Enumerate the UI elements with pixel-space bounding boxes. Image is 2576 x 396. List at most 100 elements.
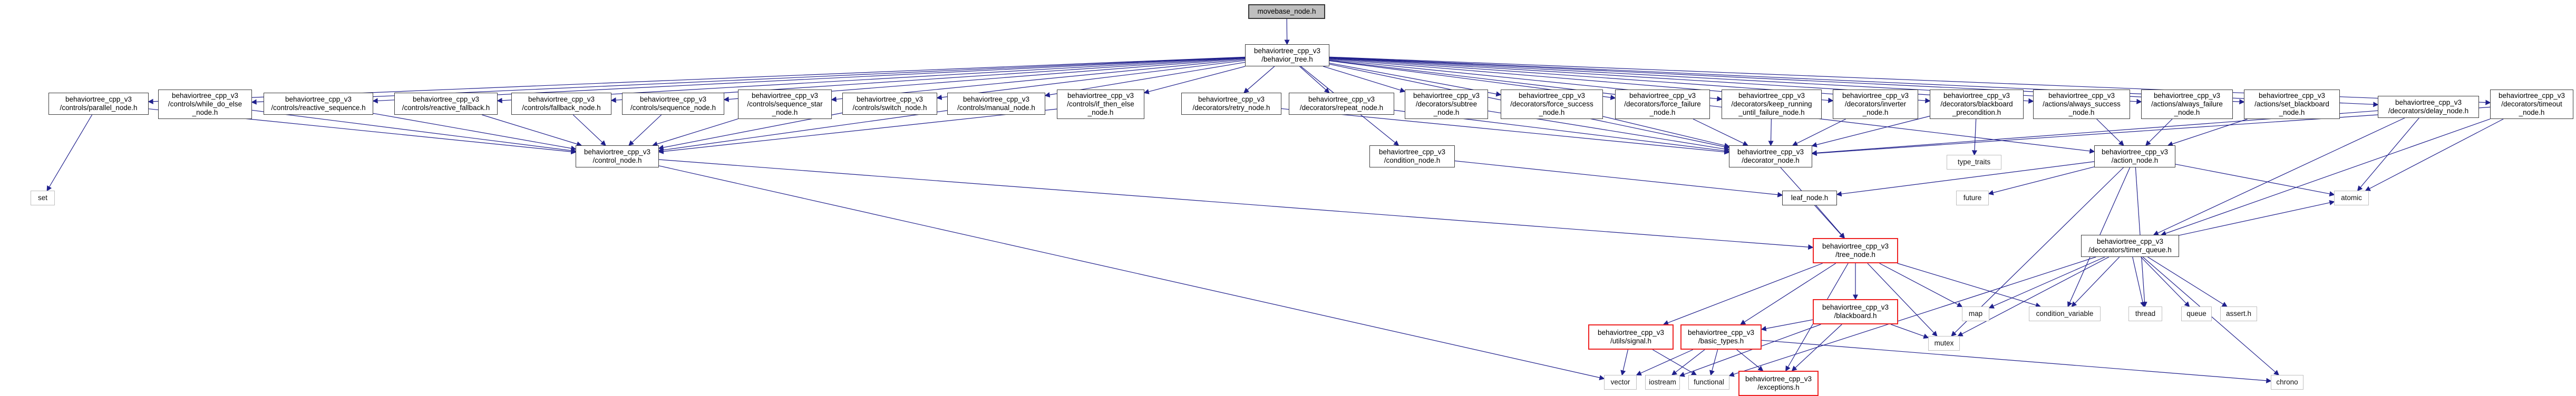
node-label-line: behaviortree_cpp_v3 (1822, 303, 1889, 311)
node-force_failure[interactable]: behaviortree_cpp_v3/decorators/force_fai… (1615, 90, 1710, 119)
edge-blackboard-to-mutex (1890, 324, 1929, 339)
edge-timer_queue-to-mutex (1957, 256, 2110, 336)
node-sequence[interactable]: behaviortree_cpp_v3/controls/sequence_no… (622, 93, 724, 115)
node-inverter[interactable]: behaviortree_cpp_v3/decorators/inverter_… (1833, 90, 1918, 119)
node-map: map (1962, 306, 1989, 321)
node-label-line: _node.h (1539, 108, 1565, 116)
node-reactive_sequence[interactable]: behaviortree_cpp_v3/controls/reactive_se… (264, 93, 373, 115)
edge-condition_node-to-leaf_node (1454, 160, 1783, 197)
node-label-line: /decorators/delay_node.h (2388, 107, 2469, 115)
edge-timeout-to-atomic (2365, 118, 2504, 191)
node-subtree[interactable]: behaviortree_cpp_v3/decorators/subtree_n… (1405, 90, 1488, 119)
node-label-line: /decorators/subtree (1415, 100, 1477, 108)
node-timer_queue[interactable]: behaviortree_cpp_v3/decorators/timer_que… (2081, 235, 2179, 257)
node-queue: queue (2181, 306, 2212, 321)
node-keep_running[interactable]: behaviortree_cpp_v3/decorators/keep_runn… (1722, 90, 1822, 119)
node-blackboard[interactable]: behaviortree_cpp_v3/blackboard.h (1813, 299, 1898, 324)
edge-control_node-to-vector (658, 165, 1605, 381)
edge-reactive_sequence-to-control_node (373, 113, 577, 151)
node-basic_types[interactable]: behaviortree_cpp_v3/basic_types.h (1680, 324, 1762, 350)
node-delay[interactable]: behaviortree_cpp_v3/decorators/delay_nod… (2378, 96, 2479, 118)
edge-inverter-to-decorator_node (1792, 118, 1846, 146)
edge-leaf_node-to-tree_node (1815, 205, 1845, 239)
node-reactive_fallback[interactable]: behaviortree_cpp_v3/controls/reactive_fa… (394, 93, 498, 115)
node-label-line: /blackboard.h (1834, 312, 1877, 320)
node-label-line: /decorators/keep_running (1731, 100, 1812, 108)
edge-parallel-to-set (46, 114, 93, 192)
edge-signal-to-vector (1620, 349, 1628, 376)
node-force_success[interactable]: behaviortree_cpp_v3/decorators/force_suc… (1501, 90, 1603, 119)
edge-tree_node-to-mutex (1867, 263, 1938, 337)
edge-timer_queue-to-functional (1728, 256, 2096, 377)
node-action_node[interactable]: behaviortree_cpp_v3/action_node.h (2094, 145, 2175, 167)
node-label-line: behaviortree_cpp_v3 (1738, 92, 1805, 100)
node-decorator_node[interactable]: behaviortree_cpp_v3/decorator_node.h (1729, 145, 1812, 167)
node-label-line: behaviortree_cpp_v3 (1308, 95, 1375, 103)
node-retry[interactable]: behaviortree_cpp_v3/decorators/retry_nod… (1181, 93, 1281, 115)
node-label-line: _node.h (772, 108, 798, 116)
edge-behavior_tree-to-if_then_else (1143, 66, 1246, 94)
node-blackboard_precondition[interactable]: behaviortree_cpp_v3/decorators/blackboar… (1930, 90, 2024, 119)
node-label-line: /decorators/force_failure (1624, 100, 1701, 108)
edge-retry-to-decorator_node (1281, 108, 1730, 155)
node-manual[interactable]: behaviortree_cpp_v3/controls/manual_node… (947, 93, 1045, 115)
node-parallel[interactable]: behaviortree_cpp_v3/controls/parallel_no… (48, 93, 149, 115)
edge-timer_queue-to-condition_variable (2071, 256, 2120, 308)
node-exceptions[interactable]: behaviortree_cpp_v3/exceptions.h (1738, 371, 1819, 396)
node-label-line: /decorators/blackboard (1940, 100, 2013, 108)
node-label-line: queue (2186, 310, 2206, 318)
node-label-line: behaviortree_cpp_v3 (963, 95, 1030, 103)
node-leaf_node[interactable]: leaf_node.h (1782, 191, 1837, 205)
node-label-line: chrono (2276, 378, 2298, 386)
node-label-line: behaviortree_cpp_v3 (285, 95, 352, 103)
node-set_blackboard[interactable]: behaviortree_cpp_v3/actions/set_blackboa… (2244, 90, 2340, 119)
edge-timer_queue-to-atomic (2179, 200, 2335, 236)
edge-control_node-to-tree_node (658, 159, 1814, 250)
edge-reactive_fallback-to-control_node (482, 114, 582, 147)
node-label-line: atomic (2341, 194, 2362, 202)
edge-behavior_tree-to-subtree (1323, 66, 1406, 93)
edge-basic_types-to-iostream (1671, 349, 1705, 375)
edge-blackboard_precondition-to-type_traits (1971, 118, 1978, 156)
node-label-line: behaviortree_cpp_v3 (751, 92, 819, 100)
node-always_failure[interactable]: behaviortree_cpp_v3/actions/always_failu… (2141, 90, 2233, 119)
node-label-line: _precondition.h (1952, 108, 2001, 116)
node-switch[interactable]: behaviortree_cpp_v3/controls/switch_node… (842, 93, 937, 115)
node-label-line: behaviortree_cpp_v3 (412, 95, 480, 103)
node-chrono: chrono (2271, 375, 2303, 390)
node-label-line: behaviortree_cpp_v3 (1253, 47, 1321, 55)
edge-action_node-to-future (1988, 166, 2095, 195)
node-signal[interactable]: behaviortree_cpp_v3/utils/signal.h (1588, 324, 1674, 350)
edge-tree_node-to-signal (1663, 263, 1823, 325)
node-timeout[interactable]: behaviortree_cpp_v3/decorators/timeout_n… (2490, 90, 2573, 119)
node-behavior_tree[interactable]: behaviortree_cpp_v3/behavior_tree.h (1245, 44, 1329, 66)
node-repeat[interactable]: behaviortree_cpp_v3/decorators/repeat_no… (1289, 93, 1394, 115)
node-label-line: /decorators/timer_queue.h (2088, 246, 2172, 254)
node-label-line: behaviortree_cpp_v3 (2258, 92, 2326, 100)
node-label-line: behaviortree_cpp_v3 (1943, 92, 2010, 100)
node-vector: vector (1604, 375, 1637, 390)
node-label-line: /decorators/retry_node.h (1192, 104, 1270, 112)
node-label-line: condition_variable (2036, 310, 2094, 318)
node-condition_node[interactable]: behaviortree_cpp_v3/condition_node.h (1369, 145, 1455, 167)
node-tree_node[interactable]: behaviortree_cpp_v3/tree_node.h (1813, 238, 1898, 263)
node-label-line: behaviortree_cpp_v3 (1597, 329, 1665, 336)
node-label-line: behaviortree_cpp_v3 (1198, 95, 1265, 103)
node-fallback[interactable]: behaviortree_cpp_v3/controls/fallback_no… (511, 93, 611, 115)
node-label-line: /controls/if_then_else (1067, 100, 1134, 108)
node-while_do_else[interactable]: behaviortree_cpp_v3/controls/while_do_el… (158, 90, 252, 119)
node-control_node[interactable]: behaviortree_cpp_v3/control_node.h (576, 145, 659, 167)
node-always_success[interactable]: behaviortree_cpp_v3/actions/always_succe… (2033, 90, 2130, 119)
node-label-line: _node.h (2519, 108, 2545, 116)
node-label-line: _node.h (1649, 108, 1676, 116)
edge-timer_queue-to-map (1988, 256, 2105, 309)
edge-basic_types-to-vector (1636, 349, 1693, 376)
node-if_then_else[interactable]: behaviortree_cpp_v3/controls/if_then_els… (1057, 90, 1144, 119)
node-label-line: _until_failure_node.h (1738, 108, 1805, 116)
node-sequence_star[interactable]: behaviortree_cpp_v3/controls/sequence_st… (738, 90, 832, 119)
edge-fallback-to-control_node (572, 114, 606, 146)
node-label-line: /controls/manual_node.h (957, 104, 1035, 112)
node-iostream: iostream (1645, 375, 1680, 390)
edge-delay-to-timer_queue (2153, 117, 2405, 235)
